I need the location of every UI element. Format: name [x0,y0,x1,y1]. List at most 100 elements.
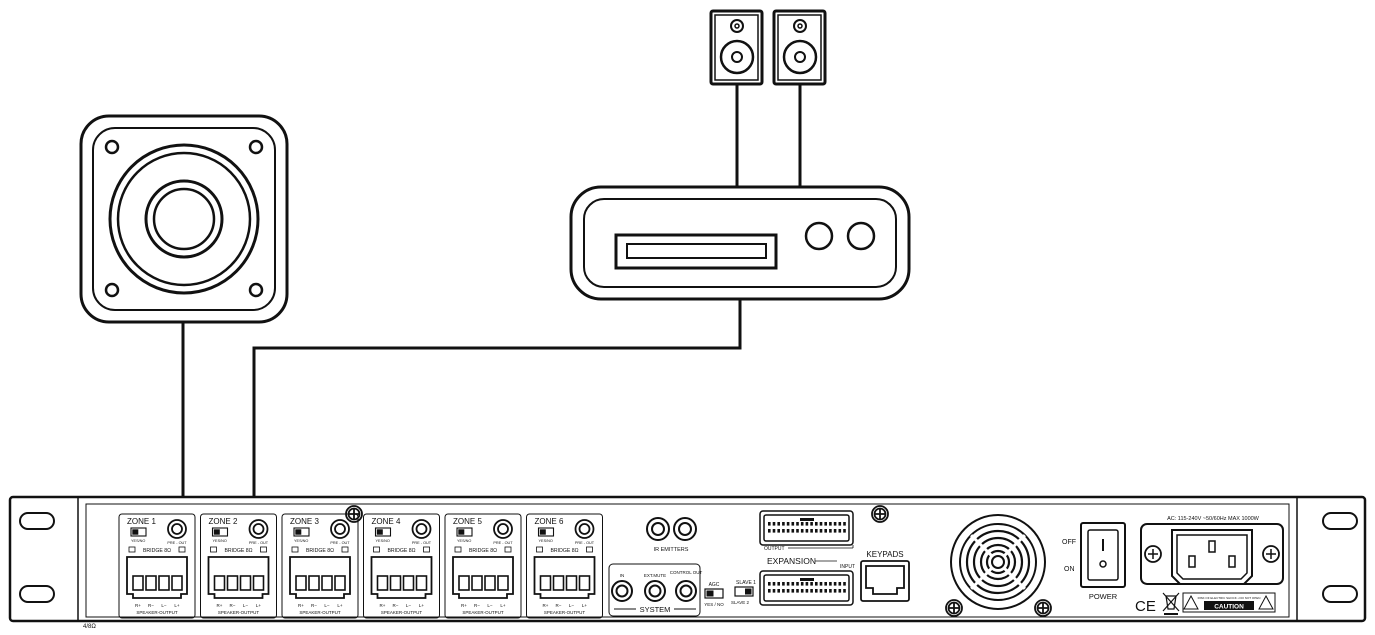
zone-output-label: SPEAKER-OUTPUT [136,610,178,615]
connector-pin [768,529,771,533]
speaker-terminal-block[interactable] [207,556,270,599]
expansion-input-port[interactable] [759,570,854,606]
zone-yes-no-switch[interactable] [293,527,310,537]
connector-pin [833,522,837,526]
connector-pin [800,529,804,533]
terminal-slot[interactable] [145,575,157,591]
zone-bridge-label: BRIDGE 8Ω [306,548,334,554]
expansion-input-label: INPUT [840,564,855,570]
terminal-slot[interactable] [565,575,578,591]
system-panel: IN EXT.MUTE CONTROL OUT SYSTEM [608,563,703,617]
terminal-slot[interactable] [402,575,415,591]
connector-pin [777,522,780,526]
terminal-label: R+ [380,603,386,608]
connector-pin [824,582,827,586]
zone-pre-out-jack[interactable] [574,519,595,539]
expansion-output-port[interactable] [759,510,854,546]
connector-key [800,578,814,581]
terminal-slot[interactable] [132,575,144,591]
connector-pin [833,529,837,533]
terminal-slot[interactable] [376,575,389,591]
zone-yes-no-switch[interactable] [130,527,147,537]
zone-output-label: SPEAKER-OUTPUT [544,610,586,615]
terminal-slot[interactable] [458,575,470,591]
terminal-label: R+ [298,603,304,608]
connector-pin [829,582,832,586]
connector-pin [829,529,832,533]
terminal-slot[interactable] [252,575,265,591]
terminal-slot[interactable] [308,575,320,591]
speaker-terminal-block[interactable] [126,556,188,599]
speaker-terminal-block[interactable] [452,556,514,599]
bridge-minus-marker [373,546,380,553]
terminal-label: L+ [419,603,425,608]
terminal-slot[interactable] [158,575,170,591]
terminal-slot[interactable] [578,575,591,591]
agc-switch[interactable]: AGC YES / NO [704,582,724,607]
connector-pin [805,522,809,526]
iec-inlet-icon[interactable] [1140,523,1284,585]
power-off-label: OFF [1062,539,1076,546]
terminal-slot[interactable] [484,575,496,591]
zone-output-label: SPEAKER-OUTPUT [462,610,504,615]
speaker-terminal-block[interactable] [533,556,596,599]
ir-emitter-jack[interactable] [646,517,670,541]
zone-pre-out-jack[interactable] [411,519,432,539]
terminal-slot[interactable] [226,575,239,591]
speaker-terminal-block[interactable] [370,556,433,599]
connector-pin [768,522,771,526]
connector-pin [768,589,771,593]
terminal-slot[interactable] [389,575,402,591]
zone-yes-no-switch[interactable] [456,527,473,537]
connector-key [800,518,814,521]
system-label: SYSTEM [640,605,671,614]
fan-grill-ring [979,543,1017,581]
connector-pin [791,589,795,593]
bridge-minus-marker [128,546,136,553]
terminal-slot[interactable] [539,575,552,591]
zone-yes-no-switch[interactable] [537,527,555,537]
terminal-slot[interactable] [552,575,565,591]
zone-pre-out-jack[interactable] [330,519,350,539]
zone-yes-no-switch[interactable] [374,527,392,537]
ethernet-port-icon[interactable] [860,560,910,602]
terminal-slot[interactable] [213,575,226,591]
connector-pin [838,522,842,526]
terminal-slot[interactable] [171,575,183,591]
zone-bridge-label: BRIDGE 8Ω [550,548,578,554]
slave1-label: SLAVE 1 [736,580,756,586]
zone-output-label: SPEAKER-OUTPUT [381,610,423,615]
slave-switch[interactable]: SLAVE 1 SLAVE 2 [731,580,756,605]
terminal-slot[interactable] [415,575,428,591]
system-jack-extmute-label: EXT.MUTE [644,573,666,578]
connector-pin [786,529,790,533]
expansion-output-label: OUTPUT [764,546,785,552]
power-switch-icon[interactable] [1080,522,1126,588]
terminal-label: L+ [256,603,262,608]
terminal-slot[interactable] [239,575,252,591]
zone-yes-no-switch[interactable] [211,527,229,537]
ir-emitter-jack[interactable] [673,517,697,541]
connector-pin [815,529,818,533]
terminal-slot[interactable] [497,575,509,591]
terminal-slot[interactable] [321,575,333,591]
screw-icon [1034,599,1052,617]
connector-pin [838,582,842,586]
connector-pin [805,589,809,593]
zone-pre-out-jack[interactable] [493,519,513,539]
speaker-terminal-block[interactable] [289,556,351,599]
connector-pin [805,529,809,533]
connector-pin [843,582,846,586]
zone-pre-out-jack[interactable] [167,519,187,539]
zone-pre-out-jack[interactable] [248,519,269,539]
terminal-slot[interactable] [334,575,346,591]
system-control-out-jack[interactable] [675,580,697,602]
terminal-slot[interactable] [295,575,307,591]
system-extmute-jack[interactable] [644,580,666,602]
connector-pin [810,522,813,526]
terminal-slot[interactable] [471,575,483,591]
system-in-jack[interactable] [611,580,633,602]
